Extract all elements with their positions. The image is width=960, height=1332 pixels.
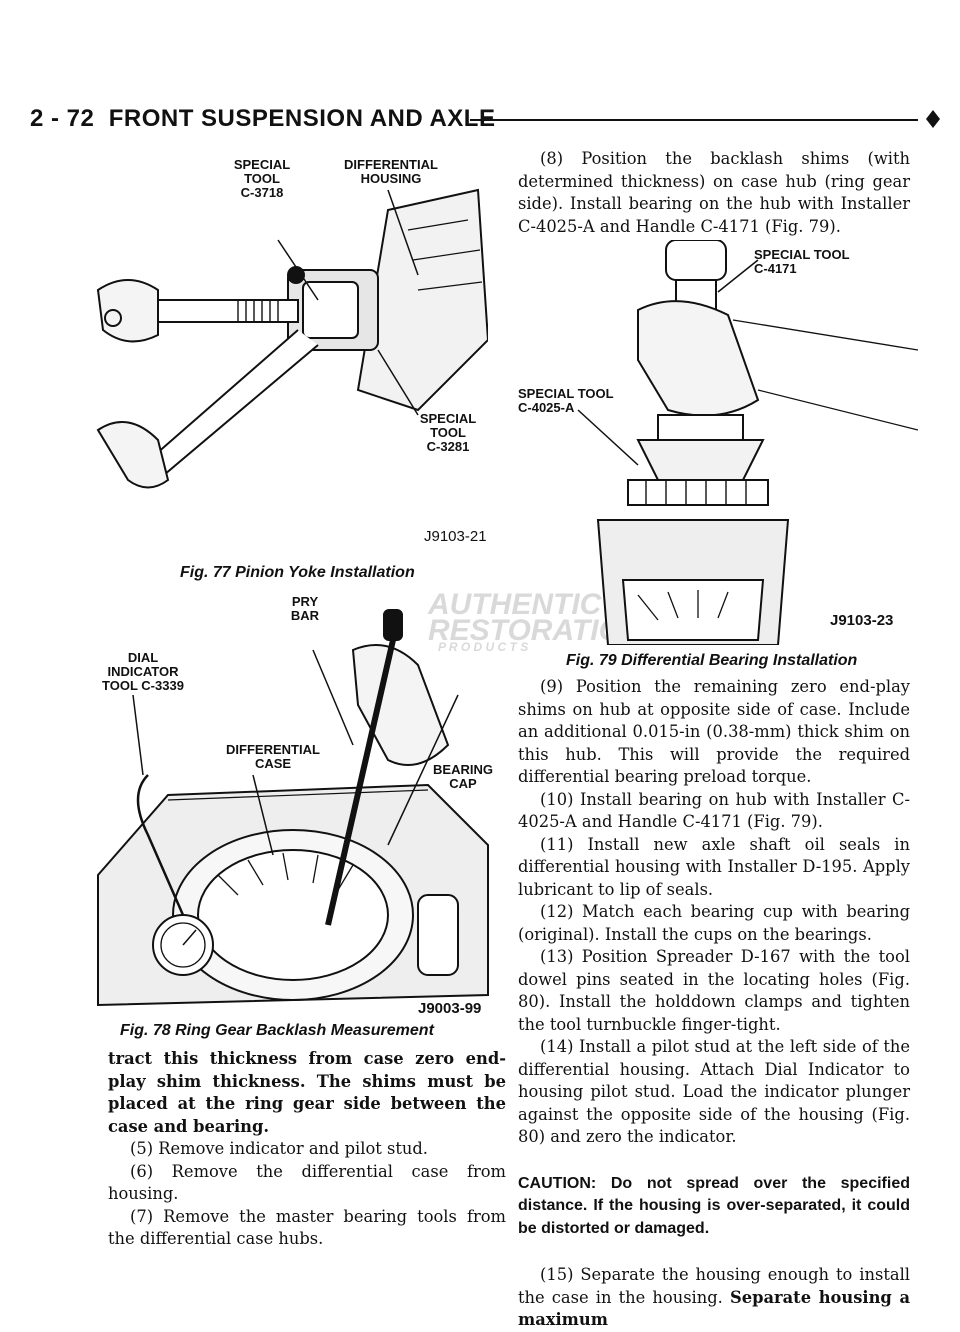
figure-77-caption: Fig. 77 Pinion Yoke Installation (180, 564, 415, 581)
figure-78-id: J9003-99 (418, 1000, 482, 1017)
step-12: (12) Match each bearing cup with bearing… (518, 902, 910, 944)
section-title: FRONT SUSPENSION AND AXLE (108, 105, 496, 132)
watermark-line1: AUTHENTIC (428, 588, 602, 621)
figure-79-id: J9103-23 (830, 612, 894, 629)
figure-77-illustration (96, 188, 488, 489)
label-pry-bar: PRY BAR (290, 594, 320, 623)
label-differential-case: DIFFERENTIAL CASE (226, 742, 320, 771)
step-8: (8) Position the backlash shims (with de… (518, 149, 910, 236)
figure-79-caption: Fig. 79 Differential Bearing Installatio… (566, 652, 858, 669)
step-6: (6) Remove the differential case from ho… (108, 1161, 506, 1204)
watermark: AUTHENTIC RESTORATION P R O D U C T S (338, 588, 644, 664)
label-special-tool-c4171: SPECIAL TOOL C-4171 (754, 247, 850, 276)
left-column-text: tract this thickness from case zero end-… (108, 1048, 506, 1251)
step-11: (11) Install new axle shaft oil seals in… (518, 834, 910, 899)
label-special-tool-c3281: SPECIAL TOOL C-3281 (419, 411, 477, 454)
label-dial-indicator: DIAL INDICATOR TOOL C-3339 (102, 650, 184, 693)
step-10: (10) Install bearing on hub with Install… (518, 789, 910, 832)
header-rule (470, 119, 918, 121)
header-text: 2 - 72 FRONT SUSPENSION AND AXLE (30, 104, 495, 134)
label-bearing-cap: BEARING CAP (433, 762, 493, 791)
left-bold-paragraph: tract this thickness from case zero end-… (108, 1049, 506, 1136)
page-number: 2 - 72 (30, 105, 95, 132)
step-14: (14) Install a pilot stud at the left si… (518, 1037, 910, 1146)
step-7: (7) Remove the master bearing tools from… (108, 1206, 506, 1249)
figure-77-id: J9103-21 (424, 528, 487, 545)
label-special-tool-c3718: SPECIAL TOOL C-3718 (233, 157, 291, 200)
figure-77: SPECIAL TOOL C-3718 DIFFERENTIAL HOUSING… (88, 150, 488, 560)
step-15: (15) Separate the housing enough to inst… (518, 1264, 910, 1332)
caution-note: CAUTION: Do not spread over the specifie… (518, 1174, 910, 1237)
figure-78: PRY BAR DIAL INDICATOR TOOL C-3339 DIFFE… (88, 595, 498, 1020)
watermark-line3: P R O D U C T S (438, 640, 529, 654)
figure-79: SPECIAL TOOL C-4171 SPECIAL TOOL C-4025-… (518, 240, 918, 645)
diamond-icon (926, 110, 940, 128)
figure-79-illustration (577, 240, 918, 645)
figure-78-caption: Fig. 78 Ring Gear Backlash Measurement (120, 1022, 434, 1039)
figure-78-illustration (97, 609, 489, 1007)
right-step-8-block: (8) Position the backlash shims (with de… (518, 148, 910, 238)
label-special-tool-c4025a: SPECIAL TOOL C-4025-A (518, 386, 614, 415)
step-5: (5) Remove indicator and pilot stud. (130, 1139, 428, 1158)
right-column-text: (9) Position the remaining zero end-play… (518, 676, 910, 1332)
page-header: 2 - 72 FRONT SUSPENSION AND AXLE (30, 104, 940, 134)
step-13: (13) Position Spreader D-167 with the to… (518, 947, 910, 1034)
label-differential-housing: DIFFERENTIAL HOUSING (344, 157, 438, 186)
step-9: (9) Position the remaining zero end-play… (518, 677, 910, 786)
